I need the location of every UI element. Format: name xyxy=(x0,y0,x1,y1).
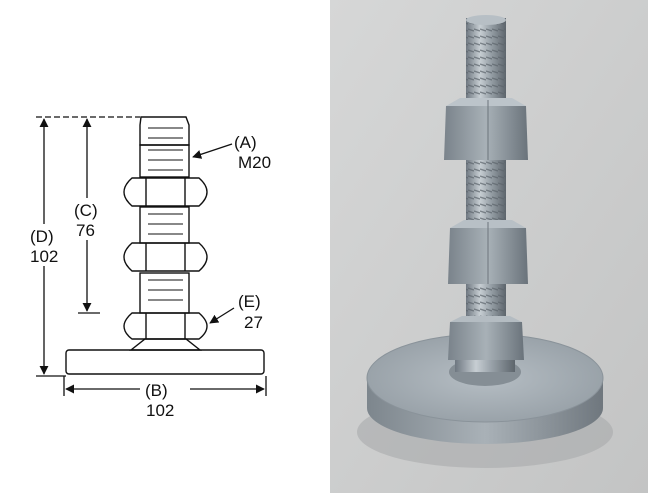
photo-nut-lower xyxy=(448,322,524,360)
label-d-letter: (D) xyxy=(30,227,54,246)
label-d-value: 102 xyxy=(30,247,58,266)
dimension-labels: (A) M20 (C) 76 (D) 102 (E) 27 (B) 102 xyxy=(30,133,271,420)
technical-drawing: (A) M20 (C) 76 (D) 102 (E) 27 (B) 102 xyxy=(28,116,271,420)
leader-a xyxy=(192,143,233,159)
swivel-neck xyxy=(128,338,203,351)
leader-e xyxy=(209,307,235,324)
hex-nut-upper xyxy=(123,177,208,207)
thread-lines xyxy=(148,127,183,301)
stud-top xyxy=(139,116,190,146)
label-e-letter: (E) xyxy=(238,292,261,311)
photo-nut-upper xyxy=(444,106,528,160)
label-a-letter: (A) xyxy=(234,133,257,152)
label-c-letter: (C) xyxy=(74,201,98,220)
leveling-foot-photo xyxy=(357,15,613,468)
label-b-value: 102 xyxy=(146,401,174,420)
label-c-value: 76 xyxy=(76,221,95,240)
dimension-lines xyxy=(36,116,267,396)
hex-nut-middle xyxy=(123,242,208,272)
stud-lower xyxy=(139,272,190,314)
product-photo xyxy=(330,0,648,493)
label-a-value: M20 xyxy=(238,153,271,172)
label-b-letter: (B) xyxy=(145,381,168,400)
label-e-value: 27 xyxy=(244,313,263,332)
stud-middle xyxy=(139,206,190,244)
leveling-foot-outline xyxy=(65,116,265,375)
hex-nut-lower xyxy=(123,312,208,340)
stud-upper xyxy=(139,144,190,178)
base-plate xyxy=(65,349,265,375)
